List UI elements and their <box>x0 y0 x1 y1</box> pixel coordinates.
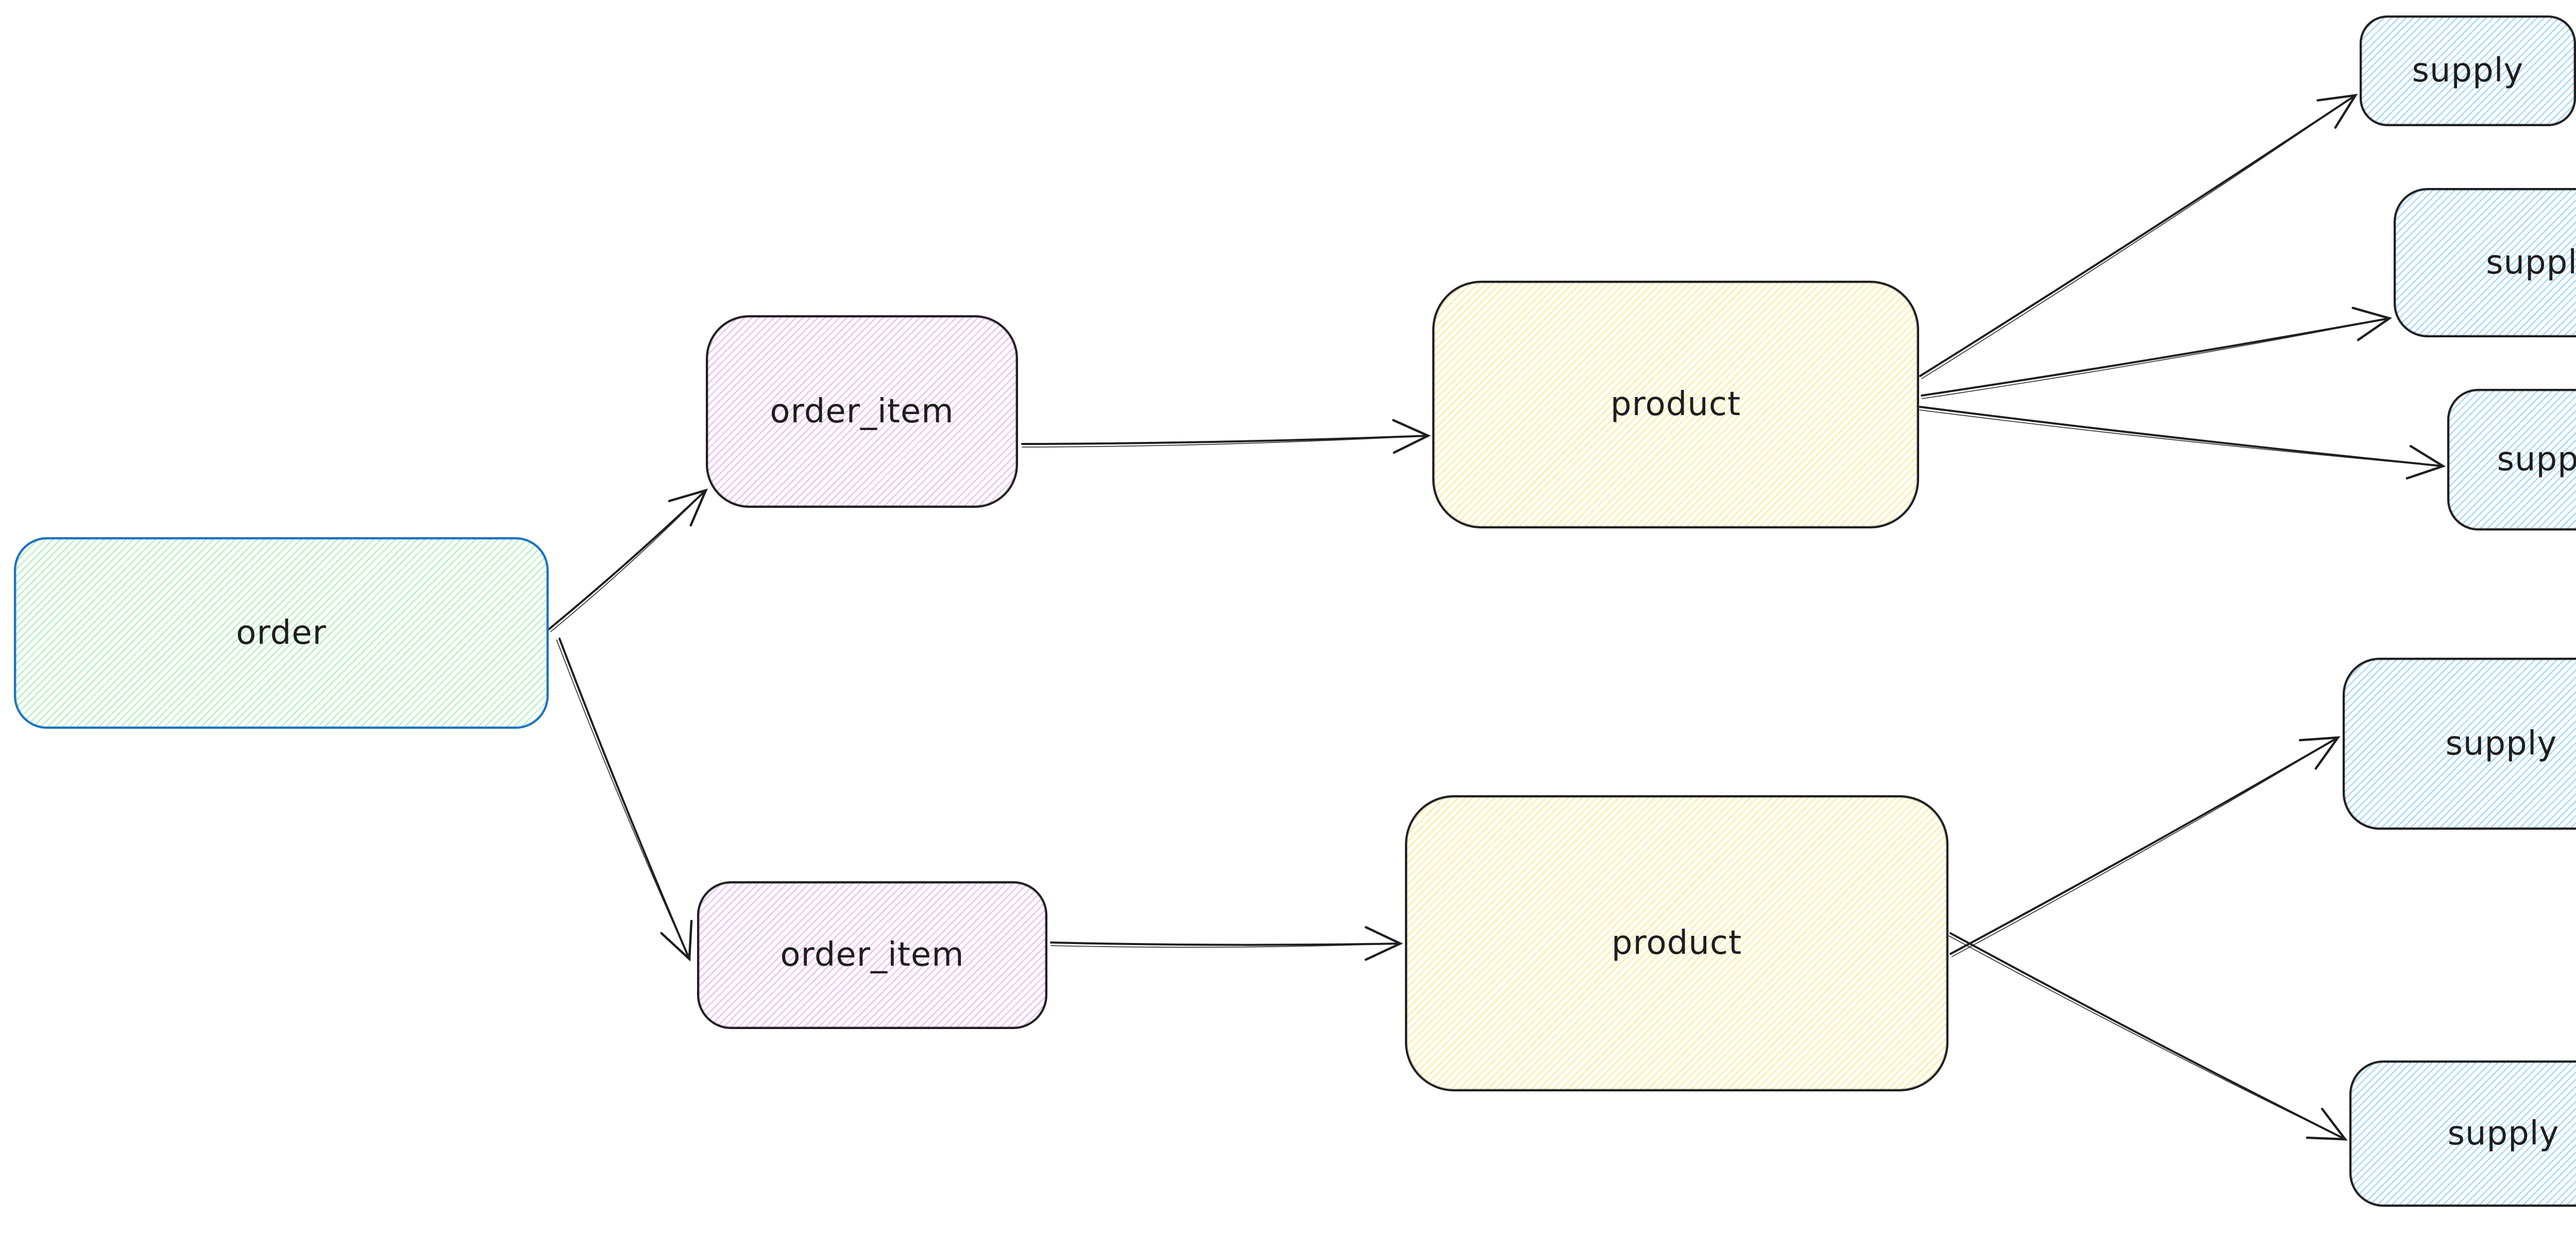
node-label: supply <box>2486 243 2576 282</box>
arrow-order-to-order-item-1[interactable] <box>548 488 708 632</box>
node-label: order <box>236 613 327 652</box>
arrowhead-icon <box>2298 736 2341 770</box>
node-supply-3[interactable]: supply <box>2447 389 2576 530</box>
arrow-order-item-2-to-product-2[interactable] <box>1050 926 1403 961</box>
arrowhead-icon <box>2316 94 2358 129</box>
node-order-item-2[interactable]: order_item <box>697 881 1047 1029</box>
arrowhead-icon <box>668 488 708 527</box>
arrowhead-icon <box>2306 1107 2348 1141</box>
arrow-product-2-to-supply-5[interactable] <box>1948 932 2348 1141</box>
arrow-product-1-to-supply-3[interactable] <box>1919 406 2446 480</box>
node-label: supply <box>2497 440 2576 479</box>
arrowhead-icon <box>1364 926 1403 961</box>
arrow-order-item-1-to-product-1[interactable] <box>1021 419 1431 454</box>
arrowhead-icon <box>1392 419 1431 454</box>
node-product-2[interactable]: product <box>1405 795 1948 1091</box>
arrowhead-icon <box>2405 444 2446 480</box>
node-label: order_item <box>780 936 964 974</box>
node-label: supply <box>2447 1114 2560 1153</box>
arrow-product-2-to-supply-4[interactable] <box>1950 736 2341 957</box>
node-label: product <box>1611 924 1742 963</box>
node-label: supply <box>2445 724 2557 763</box>
node-product-1[interactable]: product <box>1432 281 1919 528</box>
node-supply-5[interactable]: supply <box>2349 1060 2576 1207</box>
arrow-product-1-to-supply-2[interactable] <box>1921 306 2393 399</box>
node-supply-4[interactable]: supply <box>2343 658 2576 830</box>
arrow-order-to-order-item-2[interactable] <box>556 638 693 962</box>
node-supply-1[interactable]: supply <box>2360 15 2576 126</box>
node-label: product <box>1610 385 1741 424</box>
arrowhead-icon <box>2351 306 2393 341</box>
arrowhead-icon <box>660 919 693 962</box>
node-order-item-1[interactable]: order_item <box>706 315 1018 508</box>
arrow-product-1-to-supply-1[interactable] <box>1919 94 2358 379</box>
node-label: order_item <box>770 392 954 431</box>
node-order[interactable]: order <box>14 537 549 729</box>
node-supply-2[interactable]: supply <box>2394 188 2576 337</box>
node-label: supply <box>2412 52 2524 90</box>
